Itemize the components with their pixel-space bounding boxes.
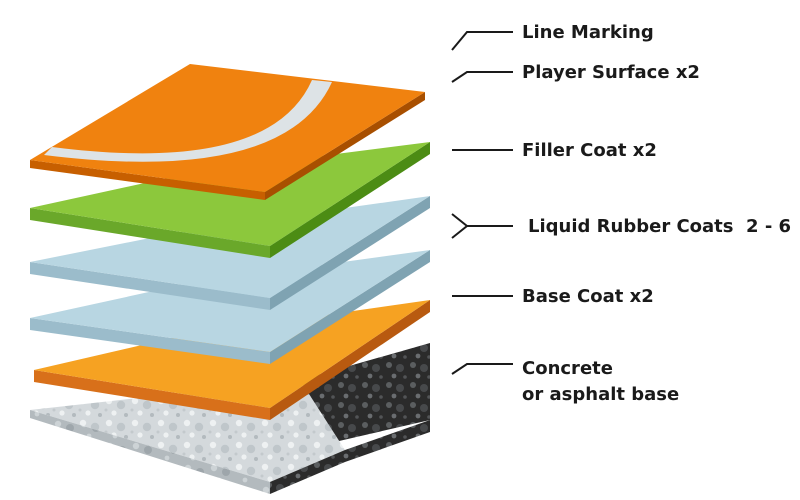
liquid-rubber-lower-side-front [30, 318, 270, 364]
label-line-marking: Line Marking [522, 22, 654, 43]
liquid-rubber-upper-side-front [30, 262, 270, 310]
leader-concrete [451, 363, 513, 375]
label-filler-coat: Filler Coat x2 [522, 140, 657, 161]
leader-lines [451, 31, 513, 375]
leader-line-marking [451, 31, 513, 51]
line-marking-arc [44, 80, 332, 162]
filler-coat-side-right [270, 142, 430, 258]
label-player-surface: Player Surface x2 [522, 62, 700, 83]
concrete-left-face [30, 410, 270, 494]
label-base-coat: Base Coat x2 [522, 286, 654, 307]
player-surface-side-front [30, 160, 265, 200]
base-coat-side-front [34, 370, 270, 420]
filler-coat-side-front [30, 208, 270, 258]
leader-player-surface [451, 71, 513, 83]
label-liquid-rubber: Liquid Rubber Coats 2 - 6 [528, 216, 791, 237]
layer-labels: Line Marking Player Surface x2 Filler Co… [522, 22, 791, 405]
asphalt-top [300, 343, 430, 450]
concrete-right-face [270, 420, 430, 494]
player-surface-layer [30, 64, 425, 200]
player-surface-side-right [265, 92, 425, 200]
label-concrete-line2: or asphalt base [522, 384, 679, 405]
liquid-rubber-upper-side-right [270, 196, 430, 310]
label-concrete-line1: Concrete [522, 358, 613, 379]
leader-liquid-rubber [451, 213, 469, 239]
base-coat-side-right [270, 300, 430, 420]
liquid-rubber-lower-side-right [270, 250, 430, 364]
